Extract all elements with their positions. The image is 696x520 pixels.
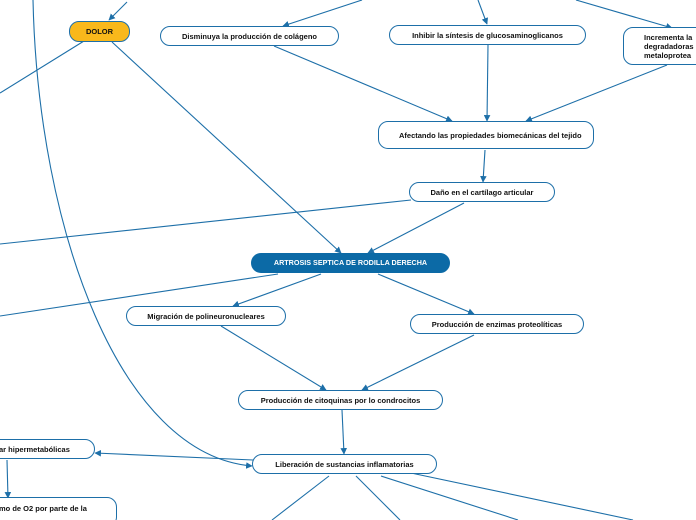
edge-top-to-collagen — [282, 0, 363, 28]
edge-migration-to-cytokines — [220, 325, 327, 391]
edge-enzymes-to-cytokines — [361, 334, 475, 391]
edge-collagen-to-biomech — [273, 45, 453, 122]
edge-metallo-to-biomech — [525, 64, 668, 122]
edge-root-to-left — [0, 273, 279, 317]
node-collagen[interactable]: Disminuya la producción de colágeno — [160, 26, 339, 46]
edge-release-to-hypermetabolic — [94, 449, 254, 461]
edge-cartilage-to-root — [367, 202, 465, 254]
edge-left-curve-to-release — [32, 0, 253, 469]
edge-release-down-2 — [355, 475, 401, 520]
edge-gag-to-biomech — [483, 44, 491, 122]
edge-release-down-4 — [410, 472, 634, 520]
edge-dolor-to-root — [111, 41, 342, 254]
node-enzymes[interactable]: Producción de enzimas proteolíticas — [410, 314, 584, 334]
edge-cytokines-to-release — [340, 409, 348, 455]
edge-release-down-1 — [271, 475, 330, 520]
edge-hypermetabolic-to-o2 — [4, 459, 12, 499]
edge-root-to-enzymes — [377, 273, 475, 315]
edge-dolor-to-left — [0, 40, 85, 94]
node-hypermetabolic[interactable]: ar hipermetabólicas — [0, 439, 95, 459]
edge-release-down-3 — [380, 475, 519, 520]
node-metallo[interactable]: Incrementa la degradadoras metaloprotea — [623, 27, 696, 65]
node-release[interactable]: Liberación de sustancias inflamatorias — [252, 454, 437, 474]
node-gag[interactable]: Inhibir la síntesis de glucosaminoglican… — [389, 25, 586, 45]
node-biomech[interactable]: Afectando las propiedades biomecánicas d… — [378, 121, 594, 149]
edge-cartilage-to-left — [0, 199, 412, 245]
node-cartilage[interactable]: Daño en el cartílago articular — [409, 182, 555, 202]
edge-top-to-gag — [477, 0, 489, 25]
edge-biomech-to-cartilage — [480, 149, 487, 183]
node-dolor[interactable]: DOLOR — [69, 21, 130, 42]
edge-top-to-metallo — [575, 0, 673, 30]
edge-top-to-dolor — [108, 1, 128, 21]
node-cytokines[interactable]: Producción de citoquinas por lo condroci… — [238, 390, 443, 410]
node-root[interactable]: ARTROSIS SEPTICA DE RODILLA DERECHA — [251, 253, 450, 273]
node-migration[interactable]: Migración de polineuronucleares — [126, 306, 286, 326]
edge-root-to-migration — [232, 273, 322, 308]
node-o2[interactable]: mo de O2 por parte de la — [0, 497, 117, 520]
